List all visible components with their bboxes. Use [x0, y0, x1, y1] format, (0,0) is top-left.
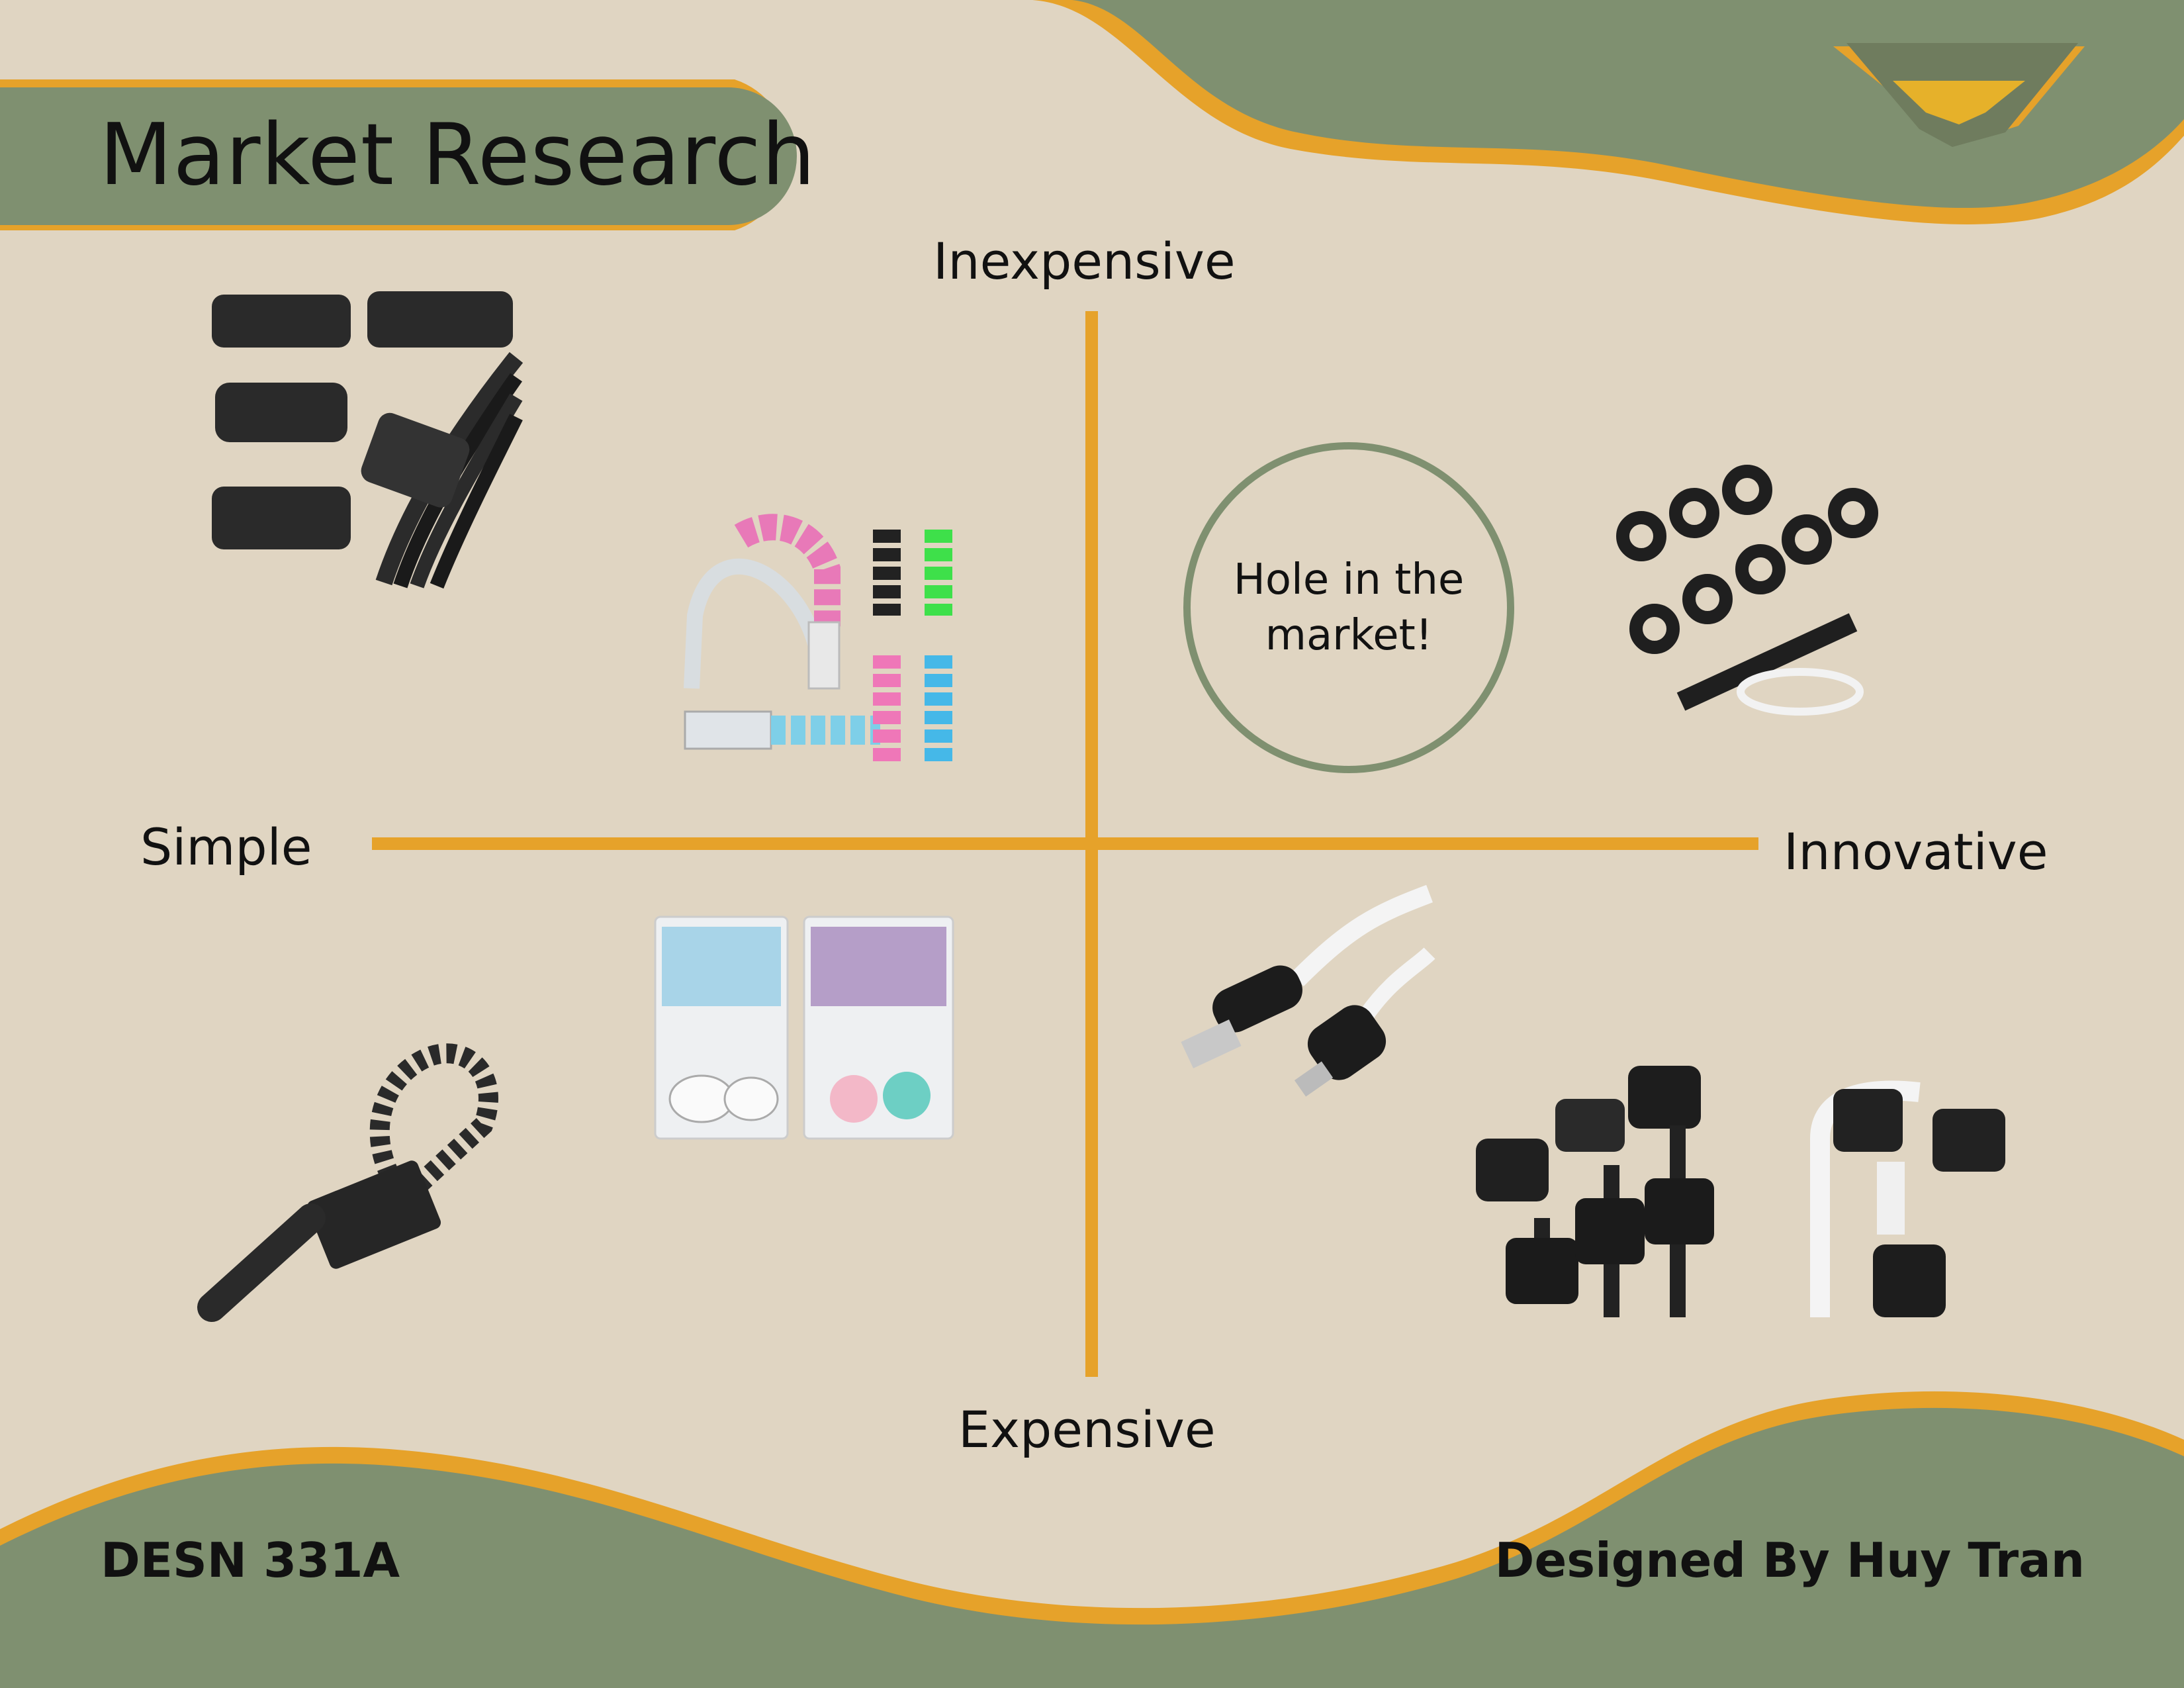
- bottom-wave: [0, 1407, 2184, 1688]
- market-gap-label: Hole in the market!: [1233, 555, 1465, 660]
- market-gap-circle: Hole in the market!: [1183, 442, 1514, 773]
- ladder-strap-image: [197, 1043, 498, 1322]
- page-title: Market Research: [99, 106, 816, 205]
- course-code: DESN 331A: [101, 1532, 400, 1588]
- horizontal-axis: [372, 837, 1758, 850]
- character-packs-image: [654, 915, 954, 1140]
- cable-clips-image: [212, 291, 523, 589]
- axis-label-left: Simple: [140, 818, 312, 876]
- spiral-protectors-image: [684, 514, 952, 761]
- axis-label-right: Innovative: [1784, 822, 2048, 881]
- title-band: [0, 87, 797, 225]
- axis-label-bottom: Expensive: [958, 1400, 1216, 1459]
- designer-credit: Designed By Huy Tran: [1494, 1532, 2085, 1588]
- multi-head-cable-image: [1181, 884, 1435, 1097]
- axis-label-top: Inexpensive: [933, 232, 1236, 291]
- magnetic-holders-image: [1476, 1066, 2005, 1317]
- logo-triangle: [1893, 81, 2025, 124]
- silicone-ties-image: [1616, 465, 1878, 716]
